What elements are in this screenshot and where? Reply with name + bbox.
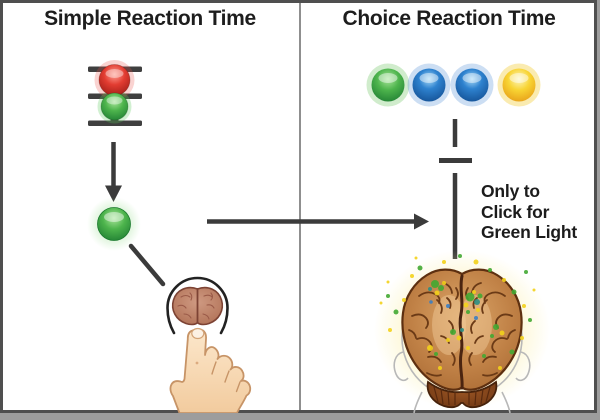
traffic-light-icon [88, 60, 142, 126]
choice-light-blue [450, 63, 494, 107]
right-ear-outline [515, 351, 531, 382]
stimulus-to-brain-line [128, 243, 166, 287]
note-line-3: Green Light [481, 222, 577, 242]
panel-divider [299, 3, 301, 410]
down-arrow [105, 142, 122, 202]
fingernail [191, 327, 205, 340]
right-panel-title: Choice Reaction Time [342, 7, 556, 30]
left-panel-title: Simple Reaction Time [44, 7, 256, 30]
cross-panel-arrow [207, 213, 429, 230]
note-line-1: Only to [481, 181, 540, 201]
right-shoulder-line [501, 391, 511, 413]
traffic-light-green-lamp [100, 92, 129, 121]
decision-connector [439, 119, 472, 259]
choice-light-green [366, 63, 410, 107]
choice-light-yellow [497, 63, 541, 107]
left-ear-outline [393, 351, 409, 382]
pointing-hand-icon [169, 327, 252, 413]
brain-illustration [379, 254, 536, 409]
green-stimulus-light [87, 197, 141, 251]
activity-sparkles [379, 254, 536, 370]
head-outline-icon [166, 276, 229, 335]
left-shoulder-line [413, 391, 423, 413]
cerebellum-striations [433, 386, 491, 406]
small-brain-icon [171, 286, 224, 326]
brain-fissure [458, 274, 464, 390]
cerebellum [426, 380, 498, 409]
note-line-2: Click for [481, 201, 550, 222]
choice-light-blue [407, 63, 451, 107]
choice-note: Only to Click for Green Light [481, 181, 577, 243]
choice-lights-row [366, 63, 541, 107]
